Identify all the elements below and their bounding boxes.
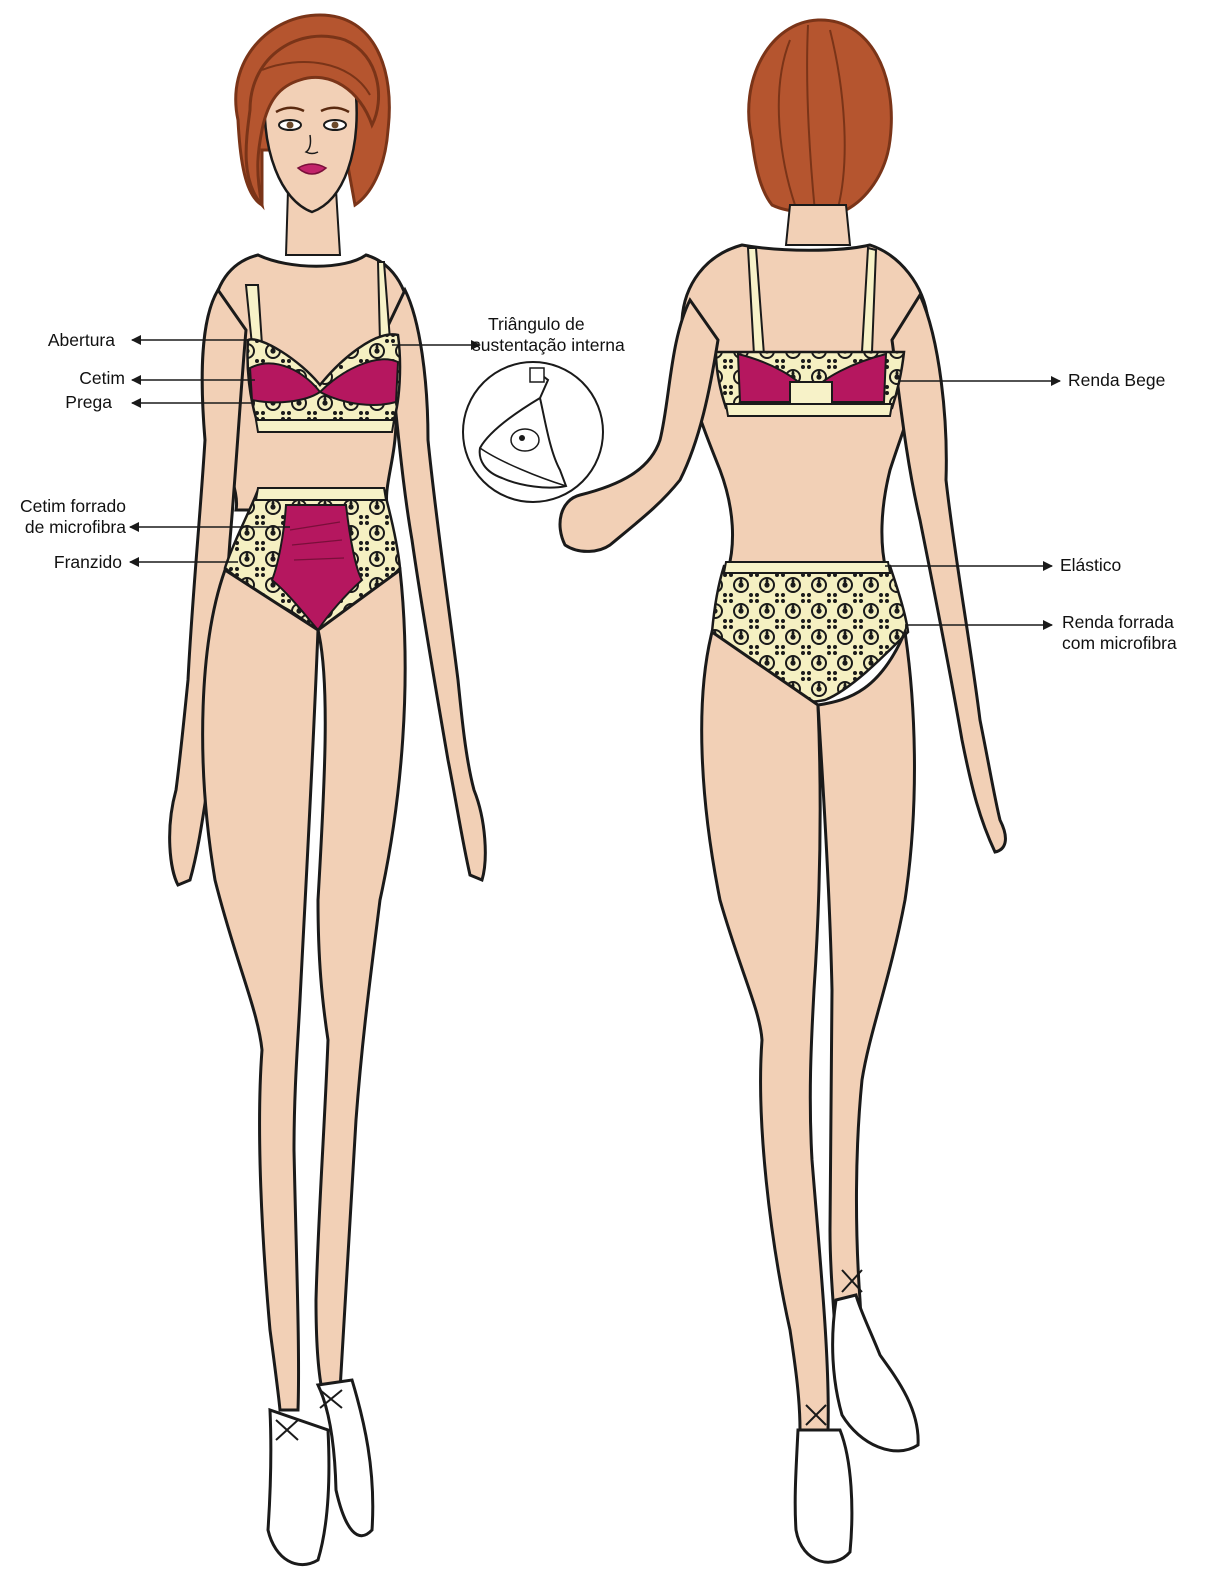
- back-left-shoe: [795, 1430, 852, 1562]
- label-renda-forrada: Renda forrada com microfibra: [1062, 612, 1177, 654]
- back-bra-band: [726, 404, 892, 416]
- label-renda-bege: Renda Bege: [1068, 370, 1165, 391]
- back-right-leg: [818, 632, 914, 1375]
- label-abertura: Abertura: [20, 330, 115, 351]
- front-right-leg: [316, 570, 405, 1390]
- label-triangulo-line-2: sustentação interna: [472, 335, 625, 356]
- back-right-shoe: [833, 1295, 919, 1451]
- label-elastico: Elástico: [1060, 555, 1121, 576]
- back-neck: [786, 205, 850, 245]
- label-cetim-forrado-line-2: de microfibra: [0, 517, 126, 538]
- label-cetim: Cetim: [20, 368, 125, 389]
- support-triangle-inset: [463, 362, 603, 502]
- front-panty-waistband: [256, 488, 386, 500]
- label-cetim-forrado-line-1: Cetim forrado: [0, 496, 126, 517]
- back-hair: [749, 20, 892, 213]
- front-left-leg: [203, 570, 318, 1410]
- label-renda-forrada-line-2: com microfibra: [1062, 633, 1177, 654]
- label-triangulo-line-1: Triângulo de: [472, 314, 625, 335]
- label-triangulo: Triângulo de sustentação interna: [472, 314, 625, 356]
- front-figure: [170, 15, 486, 1565]
- label-renda-forrada-line-1: Renda forrada: [1062, 612, 1177, 633]
- label-franzido: Franzido: [20, 552, 122, 573]
- label-prega: Prega: [20, 392, 112, 413]
- label-cetim-forrado: Cetim forrado de microfibra: [0, 496, 126, 538]
- back-panty-waistband: [724, 562, 890, 573]
- back-left-leg: [702, 632, 829, 1430]
- back-figure: [560, 20, 1005, 1562]
- front-bra-band: [256, 420, 394, 432]
- front-left-shoe: [268, 1410, 329, 1565]
